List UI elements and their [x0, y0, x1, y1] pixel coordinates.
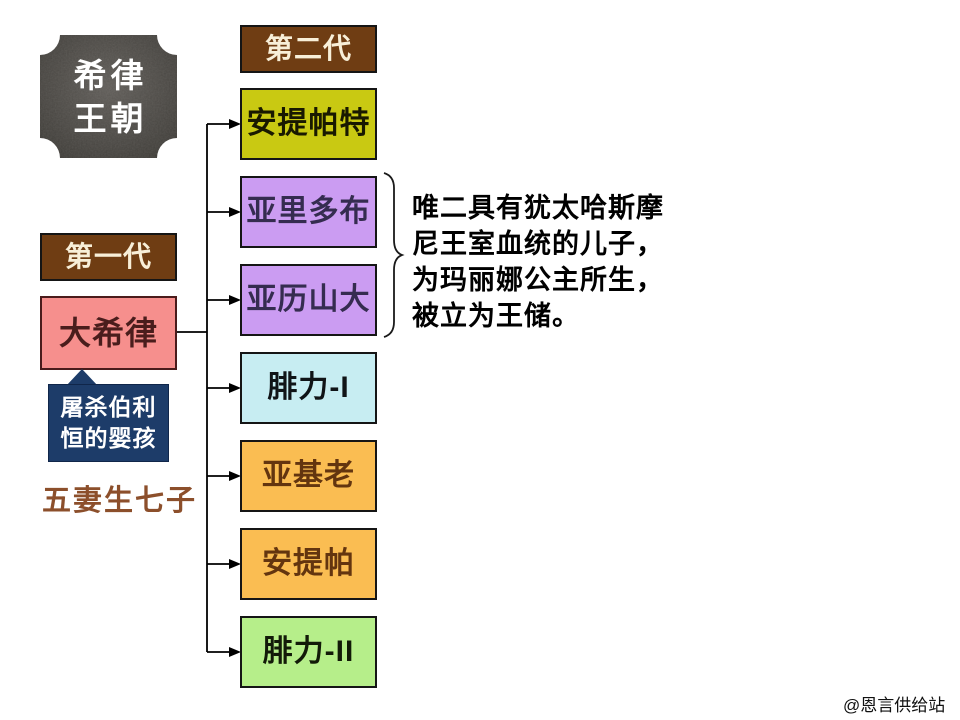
annotation-line3: 为玛丽娜公主所生，: [412, 265, 664, 295]
callout-massacre-note: 屠杀伯利 恒的婴孩: [48, 384, 169, 462]
child-box-antipater: 安提帕特: [240, 88, 377, 160]
badge-title-line2: 王朝: [73, 99, 148, 137]
hasmonean-annotation: 唯二具有犹太哈斯摩 尼王室血统的儿子， 为玛丽娜公主所生， 被立为王储。: [412, 190, 664, 334]
annotation-line1: 唯二具有犹太哈斯摩: [412, 193, 664, 223]
child-box-aristobulus: 亚里多布: [240, 176, 377, 248]
child-box-antipas: 安提帕: [240, 528, 377, 600]
brace-icon: [383, 172, 405, 338]
five-wives-note: 五妻生七子: [42, 485, 198, 517]
dynasty-badge: 希律 王朝: [40, 35, 177, 158]
callout-line1: 屠杀伯利: [60, 394, 157, 420]
generation2-header: 第二代: [240, 25, 377, 73]
patriarch-box-herod-the-great: 大希律: [40, 296, 177, 370]
badge-title-line1: 希律: [73, 56, 148, 94]
callout-line2: 恒的婴孩: [60, 425, 157, 451]
child-box-archelaus: 亚基老: [240, 440, 377, 512]
generation1-header: 第一代: [40, 233, 177, 281]
badge-title: 希律 王朝: [40, 35, 177, 158]
annotation-line4: 被立为王储。: [412, 301, 580, 331]
child-box-philip-2: 腓力-II: [240, 616, 377, 688]
badge-plaque-shape: [40, 35, 177, 158]
watermark-credit: @恩言供给站: [843, 696, 946, 715]
child-box-alexander: 亚历山大: [240, 264, 377, 336]
annotation-line2: 尼王室血统的儿子，: [412, 229, 664, 259]
child-box-philip-1: 腓力-I: [240, 352, 377, 424]
